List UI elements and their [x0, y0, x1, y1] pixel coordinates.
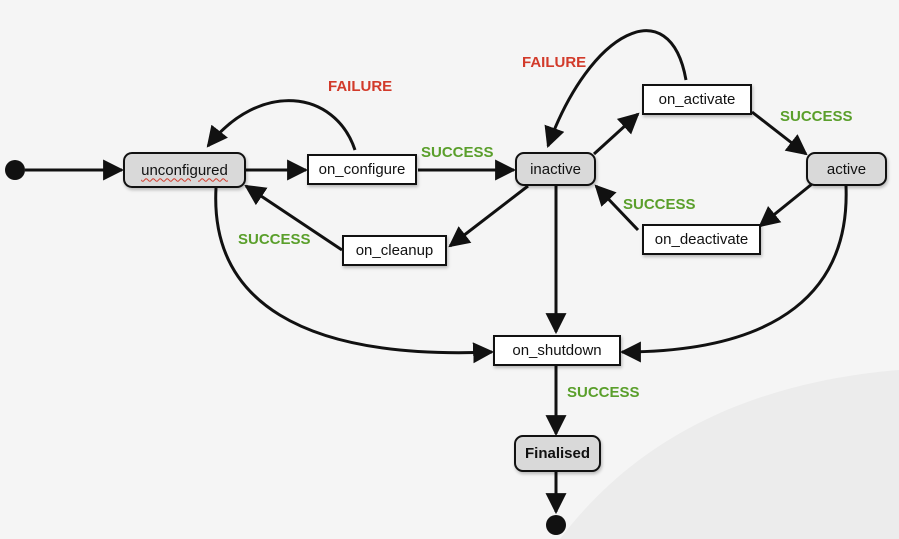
- state-finalised: Finalised: [514, 435, 601, 472]
- transition-label: on_activate: [658, 91, 736, 108]
- edge-inactive-to-on-activate: [592, 112, 640, 156]
- edge-unconfigured-to-on-shutdown: [214, 187, 495, 364]
- state-inactive: inactive: [515, 152, 596, 186]
- edge-active-to-on-shutdown: [619, 185, 848, 363]
- label-configure-success: SUCCESS: [421, 144, 494, 161]
- transition-on-activate: on_activate: [642, 84, 752, 115]
- state-label: inactive: [530, 160, 581, 178]
- transition-label: on_cleanup: [355, 242, 434, 259]
- label-activate-failure: FAILURE: [522, 54, 587, 71]
- label-deactivate-success: SUCCESS: [623, 196, 696, 213]
- initial-node: [5, 160, 25, 180]
- edge-on-cleanup-to-unconfigured: [244, 184, 343, 252]
- state-unconfigured: unconfigured: [123, 152, 246, 188]
- transition-on-cleanup: on_cleanup: [342, 235, 447, 266]
- edge-on-activate-to-active: [751, 110, 808, 156]
- transition-on-configure: on_configure: [307, 154, 417, 185]
- edge-on-activate-failure: [544, 29, 688, 148]
- edge-on-configure-failure: [206, 99, 357, 151]
- label-configure-failure: FAILURE: [328, 78, 393, 95]
- transition-label: on_deactivate: [654, 231, 749, 248]
- label-shutdown-success: SUCCESS: [567, 384, 640, 401]
- edge-active-to-on-deactivate: [758, 182, 813, 228]
- state-label: Finalised: [524, 445, 591, 462]
- transition-on-shutdown: on_shutdown: [493, 335, 621, 366]
- label-activate-success: SUCCESS: [780, 108, 853, 125]
- state-label: active: [826, 160, 867, 178]
- transition-label: on_configure: [318, 161, 406, 178]
- state-label: unconfigured: [141, 161, 228, 179]
- edge-inactive-to-on-cleanup: [448, 184, 529, 248]
- transition-label: on_shutdown: [512, 342, 602, 359]
- edge-on-deactivate-to-inactive: [594, 184, 640, 232]
- label-cleanup-success: SUCCESS: [238, 231, 311, 248]
- state-active: active: [806, 152, 887, 186]
- final-node: [546, 515, 566, 535]
- transition-on-deactivate: on_deactivate: [642, 224, 761, 255]
